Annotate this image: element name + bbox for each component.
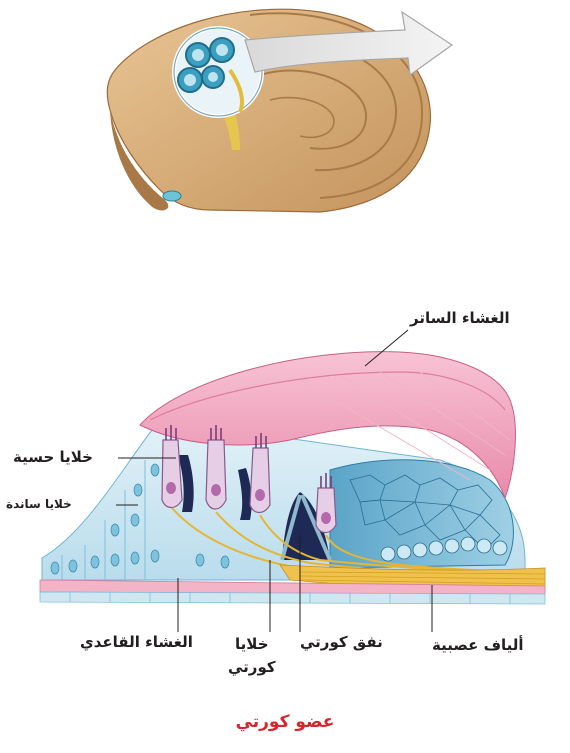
lower-cell-layer: [40, 592, 545, 604]
label-supporting-cells: خلايا ساندة: [6, 497, 72, 511]
label-nerve-fibers: ألياف عصبية: [432, 636, 524, 654]
label-corti-cells: خلايا كورتي: [228, 633, 276, 679]
cochlea-drawing: [107, 9, 452, 212]
label-tectorial-membrane: الغشاء الساتر: [410, 309, 510, 327]
label-basilar-membrane: الغشاء القاعدي: [80, 633, 193, 651]
figure-caption: عضو كورتي: [0, 712, 570, 732]
round-window: [163, 191, 181, 201]
organ-of-corti-drawing: [40, 352, 545, 604]
label-sensory-cells: خلايا حسية: [13, 448, 93, 466]
label-corti-tunnel: نفق كورتي: [300, 633, 383, 651]
